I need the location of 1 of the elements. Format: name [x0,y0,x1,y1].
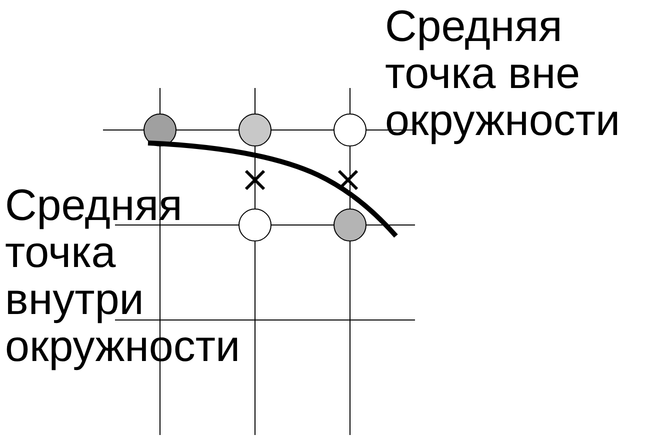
annotation-text: Средняя точка вне окружности [385,3,622,144]
